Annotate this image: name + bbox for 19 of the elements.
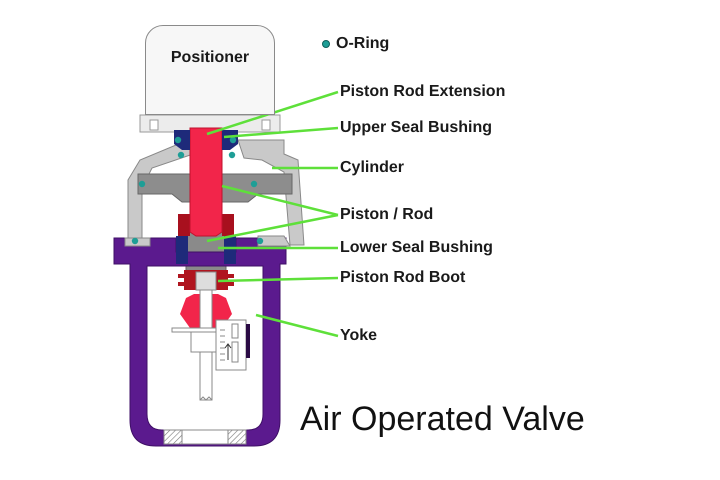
leader-line: [218, 246, 338, 250]
leader-line: [206, 214, 338, 242]
part-label: Lower Seal Bushing: [340, 240, 493, 256]
leader-line: [218, 276, 338, 282]
legend-label: O-Ring: [336, 36, 390, 52]
diagram-title: Air Operated Valve: [300, 402, 585, 436]
part-label: Upper Seal Bushing: [340, 120, 492, 136]
part-label: Cylinder: [340, 160, 404, 176]
part-label: Positioner: [170, 50, 250, 68]
leader-line: [224, 126, 338, 138]
part-label: Yoke: [340, 328, 378, 344]
part-label: Piston Rod Extension: [340, 84, 506, 100]
positioner-housing: [145, 25, 275, 115]
leader-line: [272, 166, 338, 170]
leader-line: [222, 184, 338, 216]
leader-line: [206, 90, 338, 136]
part-label: Piston Rod Boot: [340, 270, 466, 286]
part-label: Piston / Rod: [340, 207, 434, 223]
leader-line: [256, 314, 338, 338]
